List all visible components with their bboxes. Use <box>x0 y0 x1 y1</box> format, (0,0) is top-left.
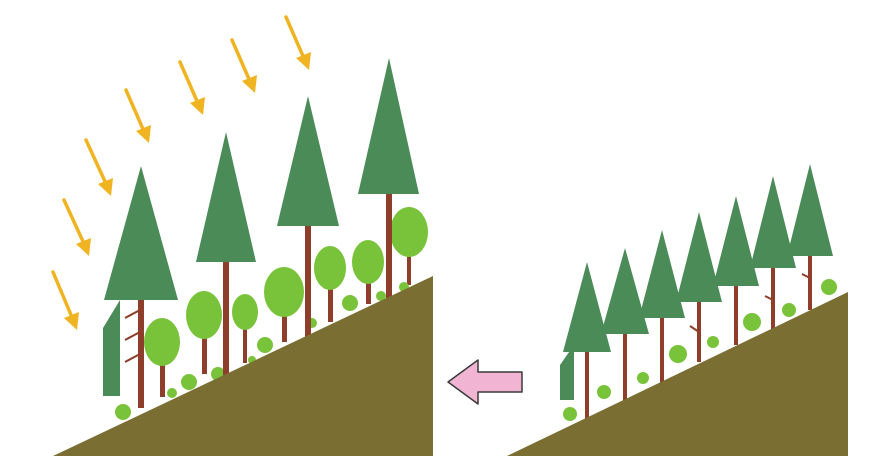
broadleaf-tree <box>186 291 222 374</box>
shrub <box>597 385 611 399</box>
broadleaf-understory <box>115 207 428 420</box>
shrub <box>376 291 386 301</box>
shrub <box>342 295 358 311</box>
conifers-left <box>103 58 419 408</box>
conifer-tree <box>750 176 796 330</box>
conifer-tree <box>196 132 256 380</box>
shrub <box>782 303 796 317</box>
broadleaf-tree <box>390 207 428 285</box>
ground-slope <box>507 292 848 456</box>
broadleaf-tree <box>314 246 346 322</box>
sunlight-arrow-icon <box>62 198 91 256</box>
conifer-tree <box>358 58 419 300</box>
shrub <box>743 313 761 331</box>
sunlight-arrows <box>51 15 311 330</box>
dense-forest-scene <box>507 164 848 456</box>
broadleaf-tree <box>144 318 180 397</box>
shrub <box>563 407 577 421</box>
sunlight-arrow-icon <box>230 38 257 93</box>
conifer-tree <box>560 262 611 420</box>
shrub <box>637 372 649 384</box>
sunlight-arrow-icon <box>84 138 113 196</box>
conifer-tree <box>676 212 722 362</box>
conifer-tree <box>103 166 178 408</box>
conifer-tree <box>713 196 759 345</box>
shrub <box>821 279 837 295</box>
sunlight-arrow-icon <box>178 60 205 115</box>
thinned-forest-scene <box>51 15 433 456</box>
sparse-understory <box>563 279 837 421</box>
shrub <box>181 374 197 390</box>
broadleaf-tree <box>232 294 258 363</box>
sunlight-arrow-icon <box>124 88 151 143</box>
ground-slope <box>53 276 433 456</box>
sunlight-arrow-icon <box>51 270 79 330</box>
arrow-left-icon <box>447 359 523 405</box>
shrub <box>669 345 687 363</box>
broadleaf-tree <box>352 240 384 304</box>
broadleaf-tree <box>264 267 304 342</box>
shrub <box>115 404 131 420</box>
conifer-tree <box>277 96 339 344</box>
conifer-tree <box>639 230 685 386</box>
shrub <box>167 388 177 398</box>
shrub <box>707 336 719 348</box>
sunlight-arrow-icon <box>284 15 311 70</box>
conifer-tree <box>601 248 649 402</box>
conifers-right <box>560 164 833 420</box>
conifer-tree <box>787 164 833 310</box>
shrub <box>257 337 273 353</box>
